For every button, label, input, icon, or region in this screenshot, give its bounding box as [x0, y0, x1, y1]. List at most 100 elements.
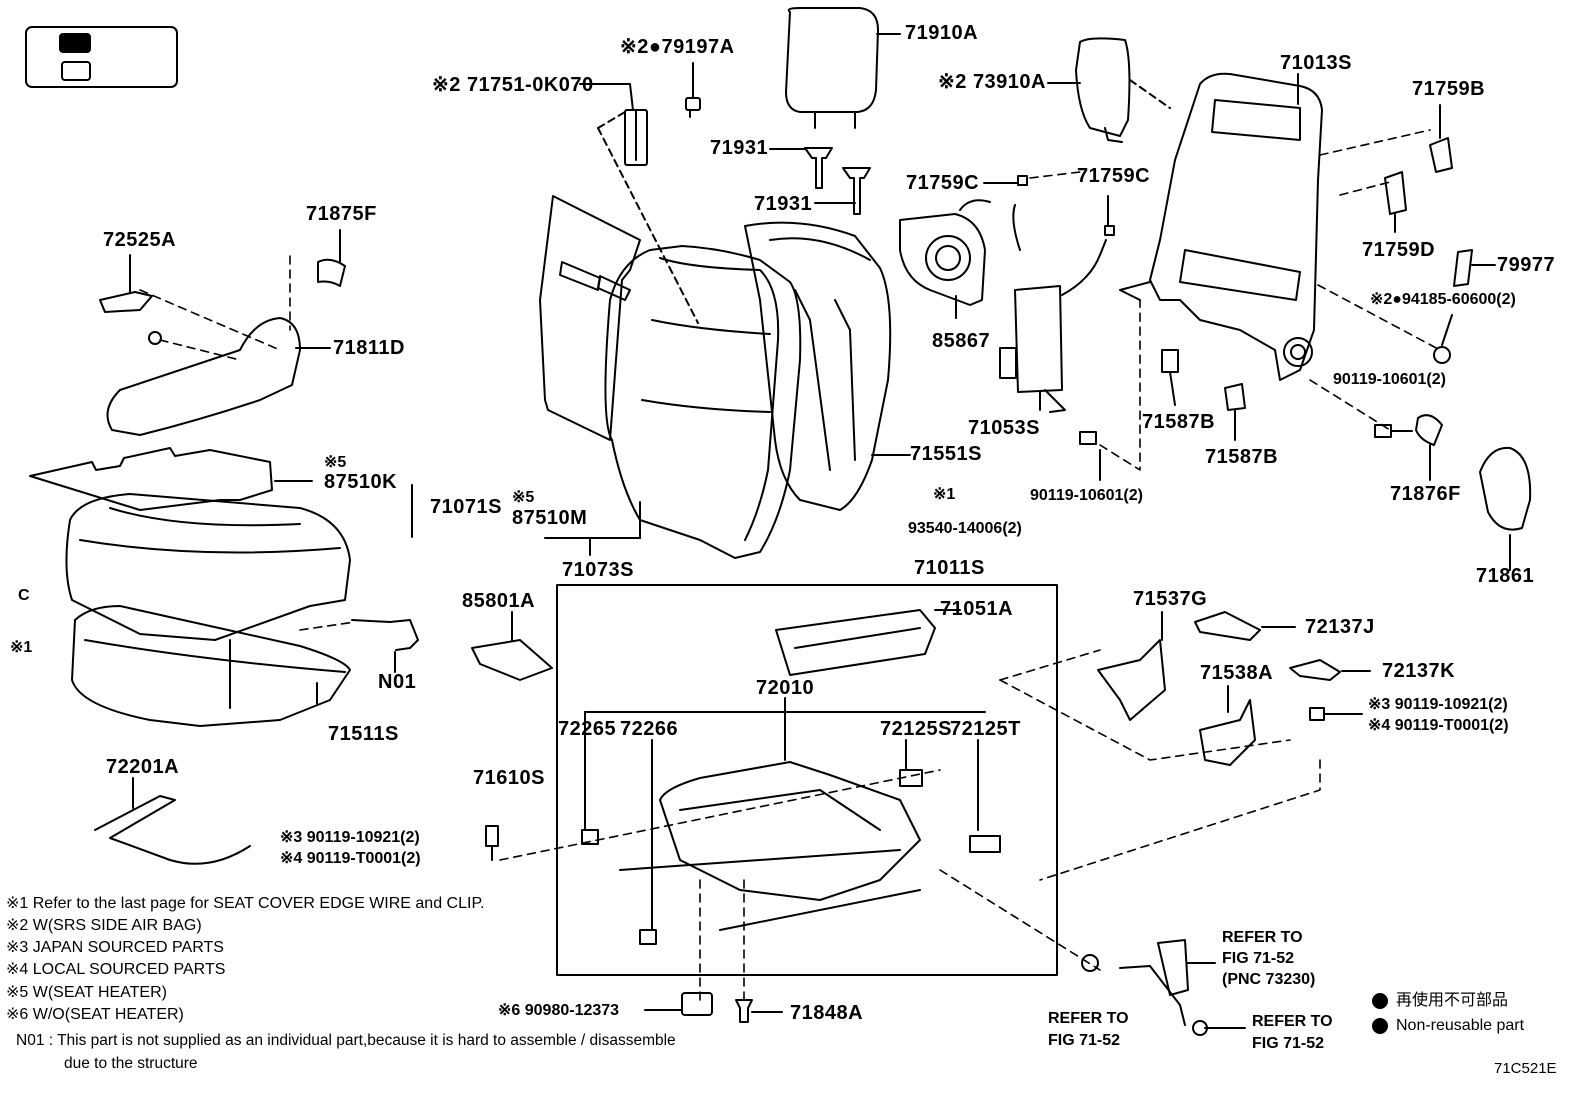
- clip-71759C-icon: [983, 175, 1115, 236]
- part-label-71875F: 71875F: [306, 203, 377, 225]
- part-label-71759C-1: 71759C: [906, 172, 980, 194]
- part-label-90980: ※6 90980-12373: [498, 1002, 620, 1019]
- part-label-72125T: 72125T: [950, 718, 1021, 740]
- adjuster-group-box: [556, 584, 1058, 976]
- part-label-71013S: 71013S: [1280, 52, 1352, 74]
- seatbelt-buckle-icon: [1081, 939, 1246, 1036]
- footnote-3: ※3 JAPAN SOURCED PARTS: [6, 939, 224, 956]
- part-label-90119-10921-left: ※3 90119-10921(2): [280, 829, 420, 846]
- note-marker-5a: ※5: [324, 454, 347, 471]
- part-label-90119-right: 90119-10601(2): [1333, 371, 1446, 388]
- refer-label-1-line1: REFER TO: [1222, 929, 1303, 946]
- cover-71861-icon: [1479, 446, 1532, 571]
- legend-label-en: Non-reusable part: [1396, 1017, 1525, 1034]
- bolt-71848A-icon: [735, 999, 783, 1023]
- part-label-90119-10921-right: ※3 90119-10921(2): [1368, 696, 1508, 713]
- spring-mat-icon: [775, 609, 961, 676]
- part-label-71861: 71861: [1476, 565, 1535, 587]
- part-label-71751: ※2 71751-0K070: [432, 74, 594, 96]
- lumbar-plate-icon: [999, 204, 1107, 413]
- bolt-90119-lower-right-icon: [1309, 707, 1363, 721]
- part-label-72137J: 72137J: [1305, 616, 1375, 638]
- assembly-guide-lines: [139, 129, 1441, 1001]
- cover-71538A-icon: [1199, 685, 1256, 766]
- part-label-71053S: 71053S: [968, 417, 1040, 439]
- footnote-6: ※6 W/O(SEAT HEATER): [6, 1006, 184, 1023]
- part-label-72201A: 72201A: [106, 756, 180, 778]
- part-label-72137K: 72137K: [1382, 660, 1456, 682]
- part-label-87510M: 87510M: [512, 507, 588, 529]
- part-label-71759D: 71759D: [1362, 239, 1436, 261]
- cover-72137J-icon: [1194, 611, 1296, 641]
- bolt-90119-right-icon: [1374, 424, 1413, 438]
- part-label-71587B-1: 71587B: [1142, 411, 1216, 433]
- part-label-71848A: 71848A: [790, 1002, 864, 1024]
- part-label-93540: 93540-14006(2): [908, 520, 1022, 537]
- legend-label-jp: 再使用不可部品: [1396, 992, 1509, 1009]
- refer-label-2-line1: REFER TO: [1048, 1010, 1129, 1027]
- view-indicator-icon: [25, 26, 178, 88]
- part-label-71551S: 71551S: [910, 443, 982, 465]
- part-label-71931-a: 71931: [710, 137, 769, 159]
- bracket-79197A-icon: [579, 62, 701, 324]
- part-label-71910A: 71910A: [905, 22, 979, 44]
- seatback-board-icon: [539, 195, 641, 441]
- bolt-90119-center-icon: [1079, 431, 1101, 481]
- part-label-85801A: 85801A: [462, 590, 536, 612]
- non-reusable-bullet-icon: [1372, 993, 1388, 1009]
- footnote-1: ※1 Refer to the last page for SEAT COVER…: [6, 895, 485, 912]
- part-label-72525A: 72525A: [103, 229, 177, 251]
- part-label-71759C-2: 71759C: [1077, 165, 1151, 187]
- part-label-71759B: 71759B: [1412, 78, 1486, 100]
- cover-71876F-icon: [1415, 414, 1443, 481]
- motor-85801A-icon: [471, 611, 553, 681]
- note-marker-1a: ※1: [933, 486, 956, 503]
- part-label-90119-center: 90119-10601(2): [1030, 487, 1143, 504]
- clip-71759B-icon: [1429, 104, 1453, 173]
- part-label-85867: 85867: [932, 330, 991, 352]
- cover-wire-72201A-icon: [94, 777, 251, 865]
- seat-adjuster-frame-icon: [581, 697, 1001, 945]
- refer-label-3-line2: FIG 71-52: [1252, 1035, 1325, 1052]
- part-label-94185: ※2●94185-60600(2): [1370, 291, 1516, 308]
- armrest-cover-icon: [99, 229, 346, 436]
- bolt-90119-left-icon: [485, 825, 499, 861]
- seat-cushion-pad-icon: [71, 605, 351, 727]
- note-marker-1b: ※1: [10, 639, 33, 656]
- refer-label-2-line2: FIG 71-52: [1048, 1032, 1121, 1049]
- footnote-2: ※2 W(SRS SIDE AIR BAG): [6, 917, 202, 934]
- headrest-guide-icon: [769, 147, 871, 215]
- footnote-5: ※5 W(SEAT HEATER): [6, 984, 167, 1001]
- seatback-frame-icon: [1119, 72, 1323, 381]
- n01-note-line1: N01 : This part is not supplied as an in…: [16, 1032, 676, 1049]
- part-label-71538A: 71538A: [1200, 662, 1274, 684]
- part-label-87510K: 87510K: [324, 471, 398, 493]
- part-label-71931-b: 71931: [754, 193, 813, 215]
- part-label-71876F: 71876F: [1390, 483, 1461, 505]
- headrest-icon: [785, 7, 901, 129]
- part-label-71011S: 71011S: [914, 557, 985, 579]
- nut-94185-icon: [1433, 314, 1453, 364]
- clip-90980-icon: [644, 992, 713, 1016]
- part-label-72266: 72266: [620, 718, 679, 740]
- part-label-90119-T0001-left: ※4 90119-T0001(2): [280, 850, 421, 867]
- part-label-71071S: 71071S: [430, 496, 502, 518]
- part-label-71073S: 71073S: [562, 559, 634, 581]
- part-label-71051A: 71051A: [940, 598, 1014, 620]
- clip-71587B-icon: [1161, 349, 1246, 441]
- part-label-73910A: ※2 73910A: [938, 71, 1046, 93]
- part-label-79197A: ※2●79197A: [620, 36, 735, 58]
- part-label-90119-T0001-right: ※4 90119-T0001(2): [1368, 717, 1509, 734]
- harness-N01-icon: [351, 619, 419, 673]
- seatback-pad-icon: [744, 221, 911, 511]
- side-airbag-icon: [1047, 37, 1171, 143]
- part-label-N01: N01: [378, 671, 417, 693]
- seat-heater-icon: [29, 447, 313, 511]
- n01-note-line2: due to the structure: [64, 1055, 198, 1072]
- part-label-72125S: 72125S: [880, 718, 952, 740]
- cover-71537G-icon: [1097, 611, 1166, 721]
- part-label-71511S: 71511S: [328, 723, 399, 745]
- seatback-cover-icon: [544, 245, 802, 559]
